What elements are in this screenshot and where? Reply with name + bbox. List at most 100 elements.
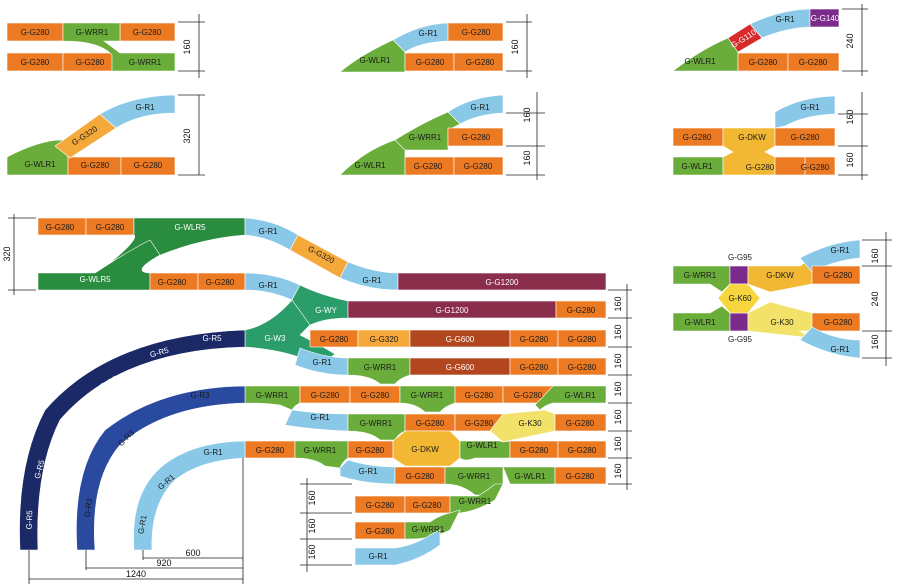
- curve-r1: [354, 529, 441, 566]
- track-label: G-G280: [824, 318, 853, 327]
- track-label: G-WRR1: [364, 363, 397, 372]
- dimension-label: 320: [2, 246, 12, 261]
- track-g280: [787, 52, 840, 72]
- track-label: G-WLR5: [174, 223, 206, 232]
- track-g280: [555, 300, 607, 319]
- track-label: G-R1: [312, 358, 332, 367]
- track-label: G-G280: [801, 163, 830, 172]
- track-label: G-G280: [520, 363, 549, 372]
- track-label: G-G280: [514, 391, 543, 400]
- track-g280: [453, 156, 504, 176]
- track-label: G-R1: [368, 552, 388, 561]
- curve-r3: [76, 385, 246, 551]
- track-label: G-K60: [728, 294, 752, 303]
- crossing-k30: [747, 301, 813, 339]
- dimension-label: 160: [522, 107, 532, 122]
- track-label: G-WLR5: [79, 275, 111, 284]
- track-label: G-G280: [520, 335, 549, 344]
- track-label: G-DKW: [766, 271, 794, 280]
- curve-r1: [774, 95, 836, 129]
- track-label: G-G280: [81, 161, 110, 170]
- track-label: G-G280: [746, 163, 775, 172]
- track-label: G-DKW: [738, 133, 766, 142]
- track-label: G-WRR1: [411, 391, 444, 400]
- track-label: G-WRR1: [360, 419, 393, 428]
- track-label: G-WLR1: [681, 162, 713, 171]
- dimension-label: 160: [613, 353, 623, 368]
- dimension-label: 1240: [126, 569, 146, 579]
- track-label: G-G280: [568, 335, 597, 344]
- dimension-label: 920: [156, 558, 171, 568]
- dimension-label: 160: [613, 409, 623, 424]
- track-label: G-G600: [446, 363, 475, 372]
- track-g280: [447, 22, 504, 42]
- track-label: G-G280: [320, 335, 349, 344]
- track-label: G-G280: [465, 391, 494, 400]
- track-label: G-R1: [258, 281, 278, 290]
- track-label: G-G1200: [486, 278, 519, 287]
- track-label: G-G280: [791, 133, 820, 142]
- track-label: G-G280: [21, 28, 50, 37]
- track-label: G-G280: [799, 58, 828, 67]
- track-g95: [729, 312, 749, 332]
- example-s-curve: G-WLR1 G-G280 G-G280 G-G320 G-R1 320: [6, 94, 205, 176]
- example-left-turnout: G-R1 G-G280 G-WLR1 G-G280 G-G280 160: [339, 14, 532, 78]
- track-label: G-R1: [830, 345, 850, 354]
- track-label: G-G280: [462, 133, 491, 142]
- track-label: G-G320: [370, 335, 399, 344]
- track-label: G-R1: [310, 413, 330, 422]
- curve-r5: [19, 329, 246, 551]
- switch-wlr1: [534, 385, 607, 411]
- track-label: G-R5: [202, 334, 222, 343]
- track-label: G-WLR1: [684, 318, 716, 327]
- dimension-label: 160: [522, 150, 532, 165]
- example-k60-crossing: G-G95 G-G95 G-WRR1 G-WLR1 G-K60 G-DKW G-…: [672, 232, 892, 366]
- curve-r1: [447, 94, 504, 125]
- track-label: G-WLR1: [514, 472, 546, 481]
- track-label: G-W3: [265, 334, 286, 343]
- track-label: G-WY: [315, 306, 337, 315]
- dimension-label: 160: [307, 490, 317, 505]
- track-label: G-R1: [830, 246, 850, 255]
- switch-wrr1: [404, 509, 461, 540]
- track-label: G-R1: [775, 15, 795, 24]
- track-g1200: [397, 272, 607, 291]
- track-label: G-WRR1: [684, 271, 717, 280]
- track-label: G-G280: [158, 278, 187, 287]
- track-label: G-K30: [518, 419, 542, 428]
- track-label: G-G280: [566, 472, 595, 481]
- switch-wrr1: [449, 483, 504, 514]
- track-label: G-G95: [728, 253, 753, 262]
- switch-wlr1: [339, 39, 406, 73]
- dimension-label: 160: [613, 381, 623, 396]
- track-g280: [557, 357, 607, 376]
- switch-wlr1: [339, 139, 406, 176]
- track-g280: [811, 265, 861, 285]
- track-label: G-R3: [190, 391, 210, 400]
- track-label: G-G280: [465, 419, 494, 428]
- example-crossover: G-G280 G-WRR1 G-G280 G-G280 G-G280 G-WRR…: [6, 14, 205, 78]
- track-g280: [554, 413, 607, 432]
- dimension-label: 160: [613, 324, 623, 339]
- track-label: G-G280: [256, 446, 285, 455]
- track-label: G-G280: [568, 363, 597, 372]
- dimension-label: 240: [845, 33, 855, 48]
- track-label: G-G280: [366, 527, 395, 536]
- track-g280: [557, 440, 607, 459]
- track-label: G-G280: [749, 58, 778, 67]
- track-label: G-G280: [361, 391, 390, 400]
- track-label: G-G280: [96, 223, 125, 232]
- track-g95: [729, 265, 749, 285]
- dimension-label: 600: [185, 548, 200, 558]
- track-label: G-R1: [358, 467, 378, 476]
- track-g280: [120, 156, 176, 176]
- track-label: G-G600: [446, 335, 475, 344]
- main-yard-plan: G-G280 G-G280 G-WLR5 G-WLR5 G-G280 G-G28…: [2, 214, 632, 584]
- track-label: G-WRR1: [412, 525, 445, 534]
- track-g280: [554, 466, 607, 485]
- dimension-label: 160: [613, 436, 623, 451]
- track-label: G-WRR1: [129, 58, 162, 67]
- track-label: G-G280: [566, 419, 595, 428]
- track-label: G-G280: [416, 419, 445, 428]
